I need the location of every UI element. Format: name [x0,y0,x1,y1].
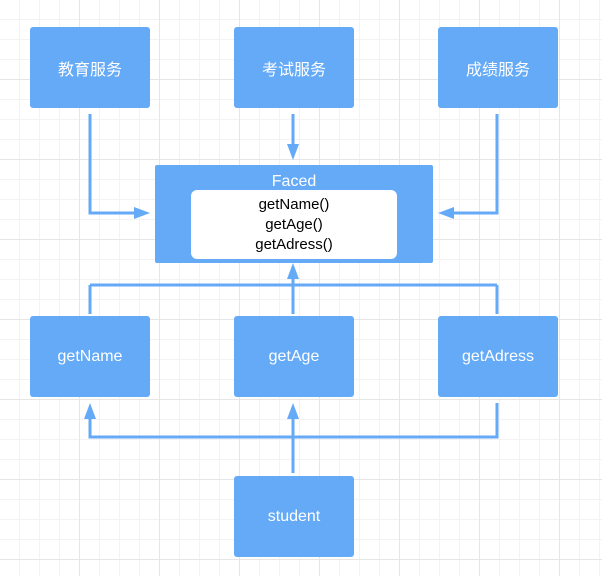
facade-method: getAdress() [255,235,333,253]
service-exam[interactable]: 考试服务 [234,27,354,108]
service-score-label: 成绩服务 [465,61,530,79]
facade-method: getName() [258,195,330,213]
arrowhead-getage-facade [287,263,299,279]
arrowhead-getage [287,403,299,419]
client-student[interactable]: student [234,476,354,557]
method-getname-label: getName [57,347,123,365]
method-getage[interactable]: getAge [234,316,354,397]
arrowhead-exam [287,144,299,160]
method-getname[interactable]: getName [30,316,150,397]
edge-education-to-facade [88,114,140,215]
edge-score-to-facade [448,114,499,215]
facade-title: Faced [271,173,317,190]
service-education-label: 教育服务 [57,61,122,79]
service-exam-label: 考试服务 [261,61,326,79]
arrowhead-getname [84,403,96,419]
facade-box[interactable]: Faced getName() getAge() getAdress() [155,165,433,263]
method-getadress-label: getAdress [461,347,535,365]
arrowhead-score [438,207,454,219]
arrowhead-education [134,207,150,219]
edge-student-to-getname-getadress [88,403,499,439]
method-getadress[interactable]: getAdress [438,316,558,397]
facade-method: getAge() [265,215,323,233]
method-getage-label: getAge [268,347,320,365]
client-student-label: student [267,507,321,525]
facade-method-list: getName() getAge() getAdress() [191,190,397,259]
service-education[interactable]: 教育服务 [30,27,150,108]
service-score[interactable]: 成绩服务 [438,27,558,108]
